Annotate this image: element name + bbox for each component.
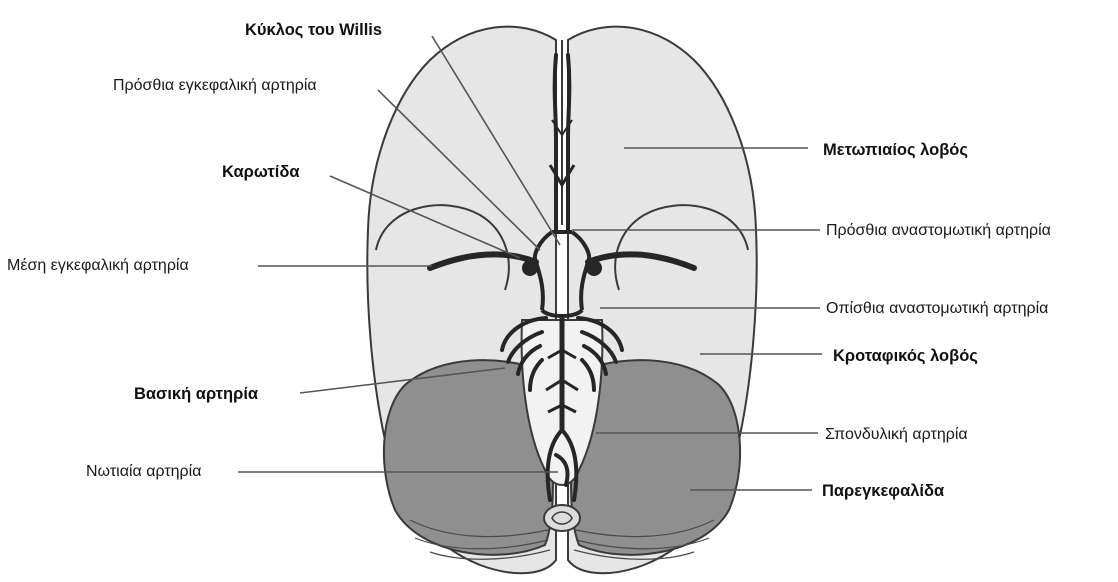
- label-posterior-communicating-artery: Οπίσθια αναστομωτική αρτηρία: [826, 299, 1048, 319]
- label-vertebral-artery: Σπονδυλική αρτηρία: [825, 425, 968, 445]
- label-basilar-artery: Βασική αρτηρία: [134, 384, 258, 404]
- label-middle-cerebral-artery: Μέση εγκεφαλική αρτηρία: [7, 256, 189, 276]
- label-cerebellum: Παρεγκεφαλίδα: [822, 481, 944, 501]
- label-anterior-cerebral-artery: Πρόσθια εγκεφαλική αρτηρία: [113, 76, 317, 96]
- label-spinal-artery: Νωτιαία αρτηρία: [86, 462, 201, 482]
- label-temporal-lobe: Κροταφικός λοβός: [833, 346, 978, 366]
- label-carotid: Καρωτίδα: [222, 162, 299, 182]
- label-anterior-communicating-artery: Πρόσθια αναστομωτική αρτηρία: [826, 221, 1051, 241]
- spinal-cord-section: [544, 505, 580, 531]
- label-circle-of-willis: Κύκλος του Willis: [245, 20, 382, 40]
- left-carotid: [522, 260, 538, 276]
- label-frontal-lobe: Μετωπιαίος λοβός: [823, 140, 968, 160]
- right-carotid: [586, 260, 602, 276]
